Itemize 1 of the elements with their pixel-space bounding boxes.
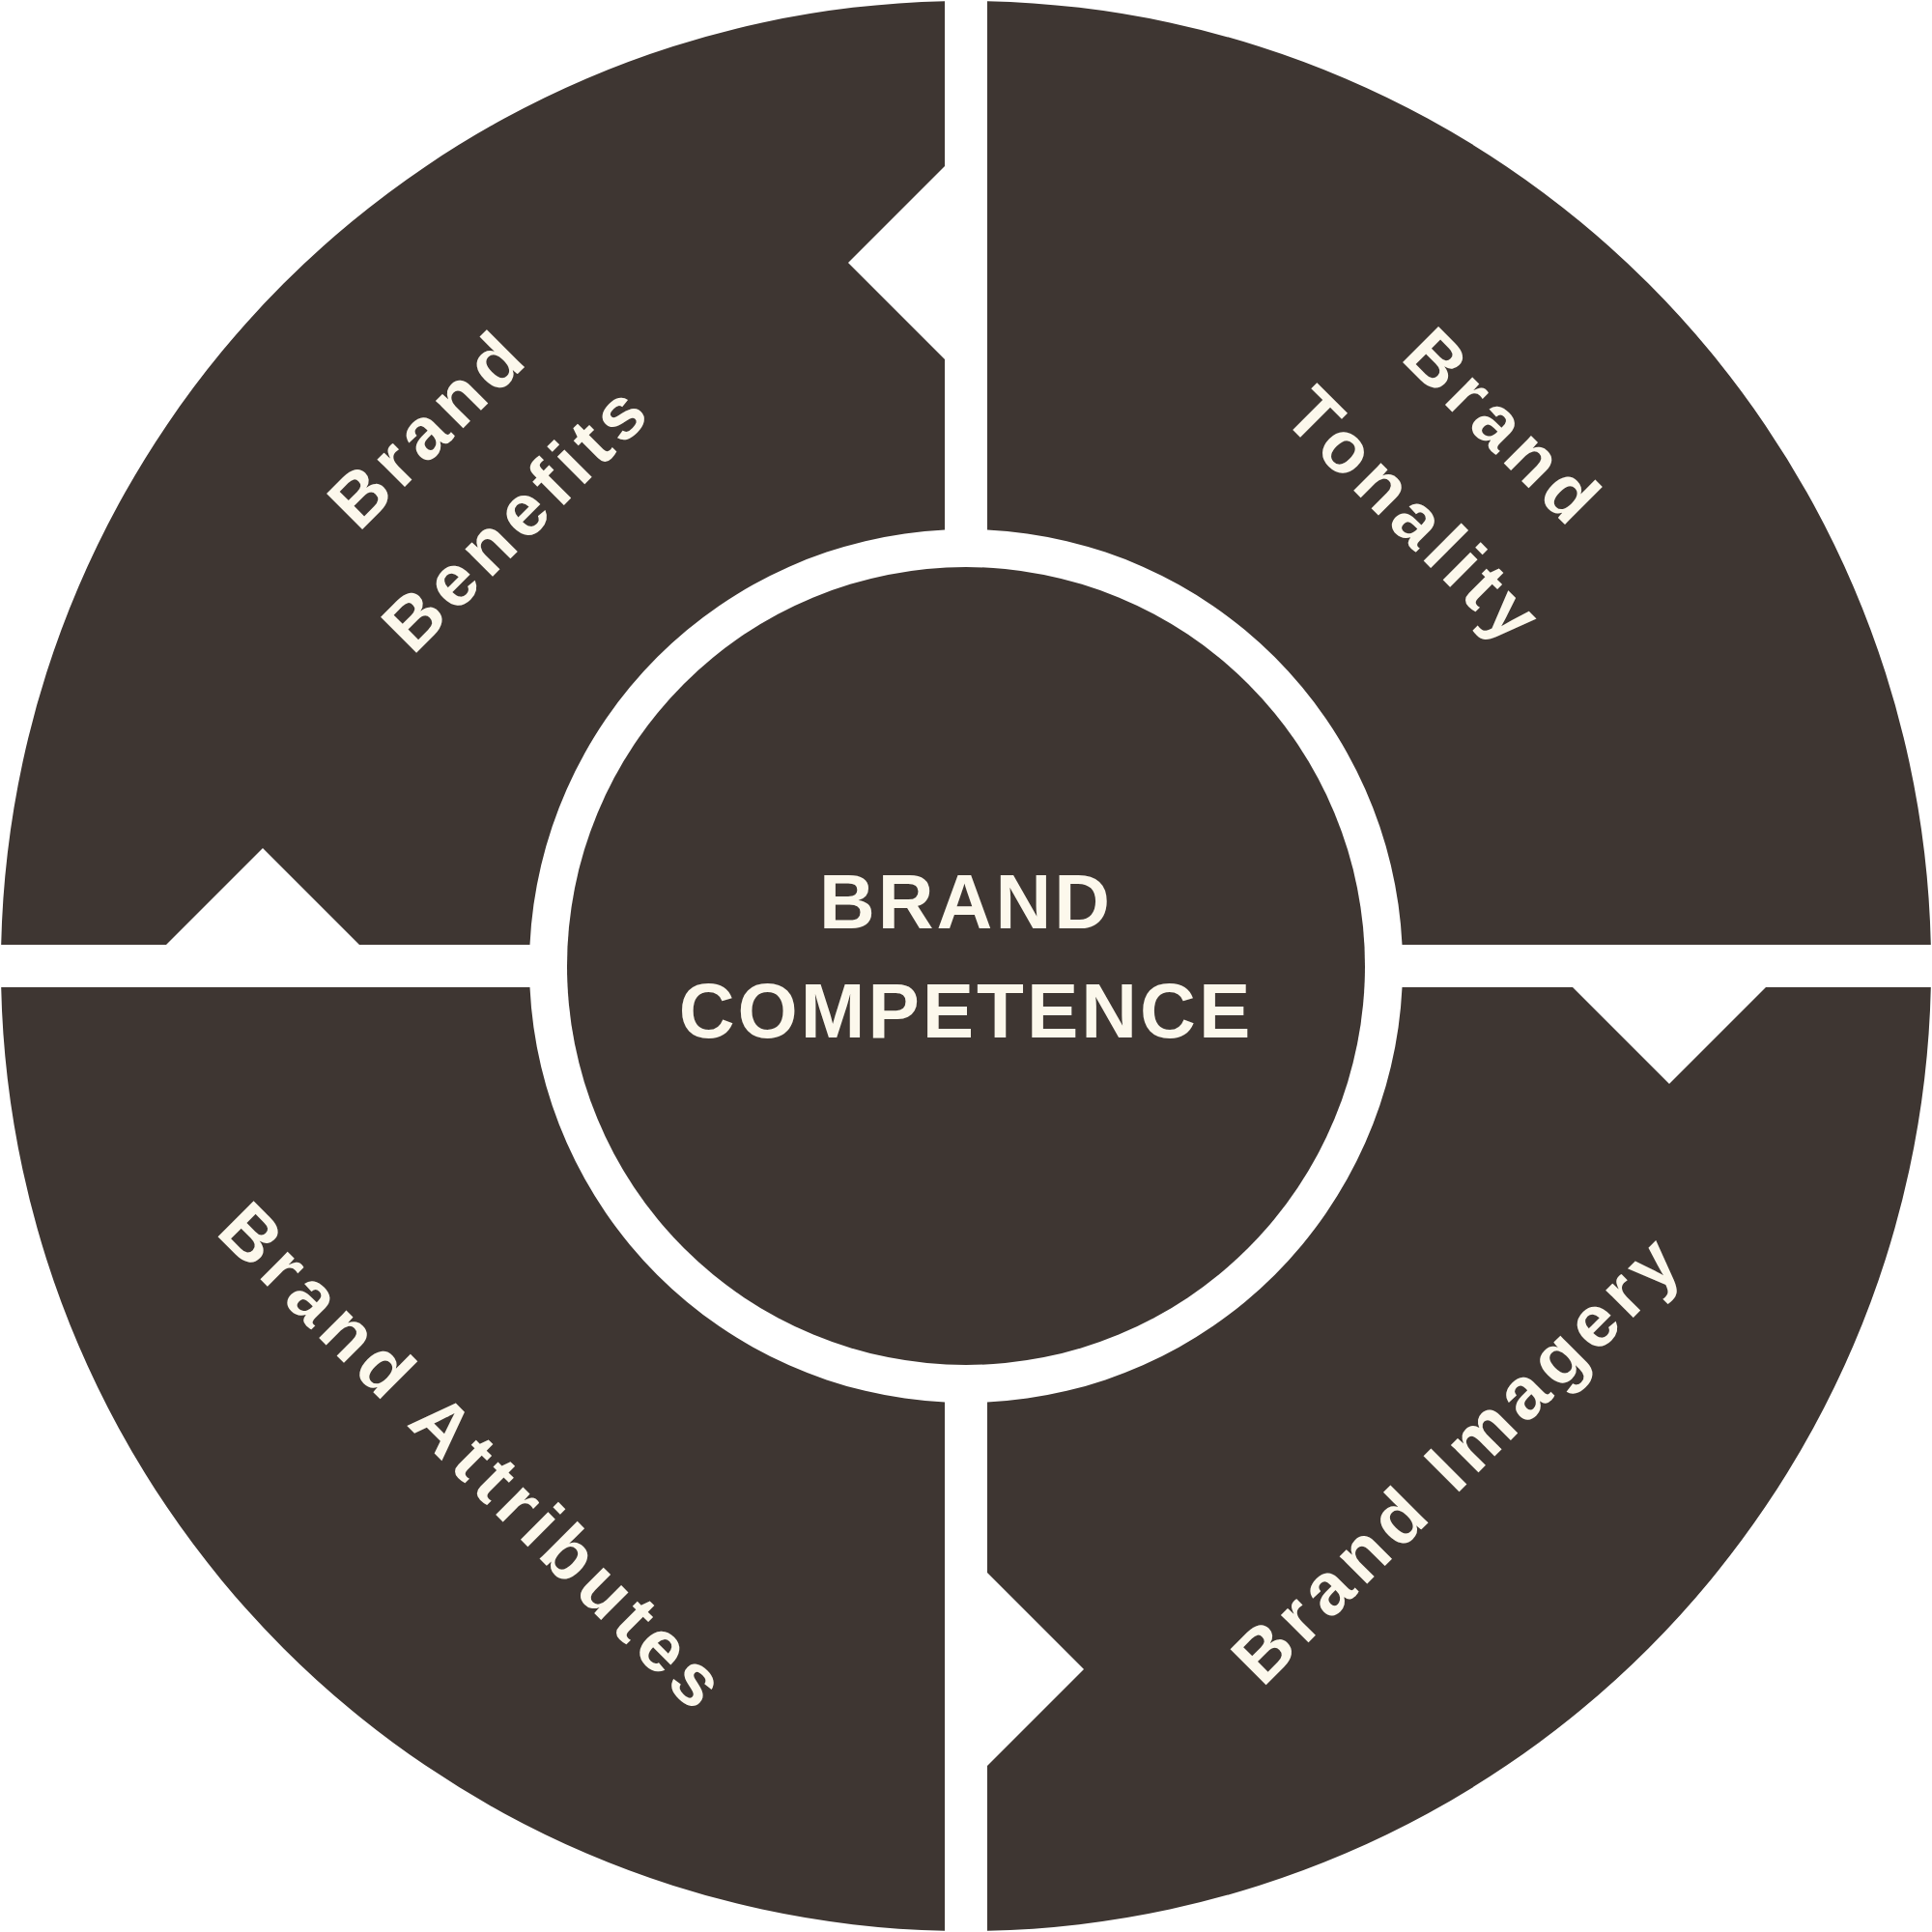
- center-label: BRAND COMPETENCE: [677, 858, 1255, 1056]
